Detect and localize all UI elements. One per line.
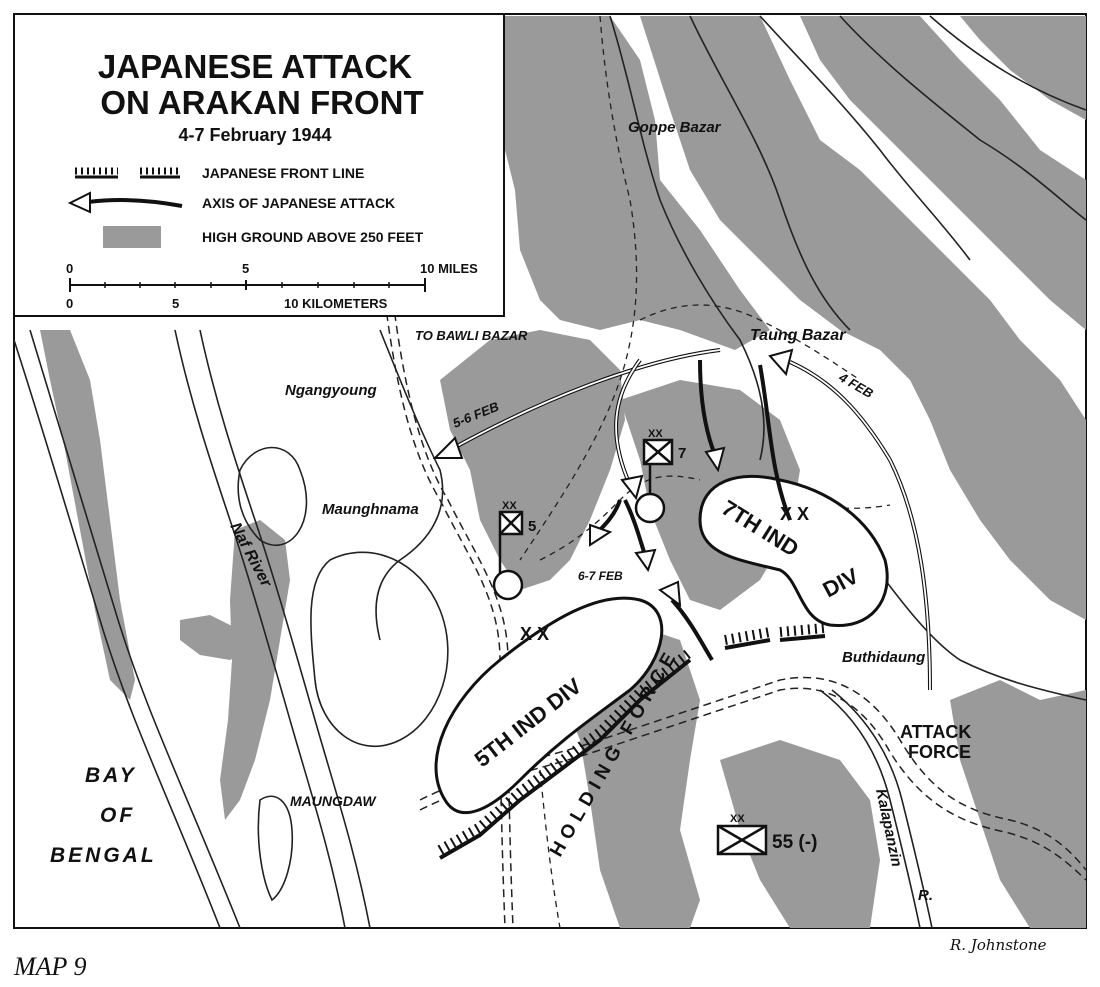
title-dates: 4-7 February 1944 <box>178 125 331 145</box>
taung-bazar-label: Taung Bazar <box>750 327 846 344</box>
ngangyoung-label: Ngangyoung <box>285 382 377 399</box>
attack-arrows <box>432 348 932 691</box>
scale-km-0: 0 <box>66 296 73 311</box>
rivers <box>375 15 1087 929</box>
attack-force-line1: ATTACK <box>900 722 971 742</box>
high-ground-legend-label: HIGH GROUND ABOVE 250 FEET <box>202 229 424 245</box>
maungdaw-label: MAUNGDAW <box>290 793 377 809</box>
credit-label: R. Johnstone <box>949 936 1047 954</box>
boundary-marker-7: X X <box>780 504 809 524</box>
seventh-div-area <box>698 474 889 628</box>
title-line-2: ON ARAKAN FRONT <box>100 84 423 121</box>
hq-5-number: 5 <box>528 518 536 535</box>
high-ground-swatch <box>103 226 161 248</box>
division-areas <box>434 474 889 815</box>
boundary-marker-5: X X <box>520 624 549 644</box>
japanese-front-line <box>437 623 826 860</box>
map-number-label: MAP 9 <box>13 952 86 981</box>
hq-7-echelon: XX <box>648 428 663 440</box>
front-line-legend-label: JAPANESE FRONT LINE <box>202 165 364 181</box>
goppe-bazar-label: Goppe Bazar <box>628 119 722 136</box>
kalapanzin-r-label: R. <box>918 887 933 904</box>
jap-55-number: 55 (-) <box>772 832 817 853</box>
hq-7-symbol <box>634 438 674 524</box>
attack-force-line2: FORCE <box>908 742 971 762</box>
scale-km-10: 10 KILOMETERS <box>284 296 388 311</box>
jap-55-echelon: XX <box>730 813 745 825</box>
to-bawli-bazar-label: TO BAWLI BAZAR <box>415 328 528 343</box>
hq-5-symbol <box>492 510 524 601</box>
coastline <box>13 329 449 929</box>
scale-bar <box>69 278 426 292</box>
scale-miles-5: 5 <box>242 261 249 276</box>
attack-axis-swatch <box>67 191 183 214</box>
legend-box <box>13 13 505 317</box>
hq-5-echelon: XX <box>502 500 517 512</box>
bay-label-1: BAY <box>85 764 137 787</box>
scale-miles-10: 10 MILES <box>420 261 478 276</box>
buthidaung-label: Buthidaung <box>842 649 925 666</box>
hq-7-number: 7 <box>678 445 686 462</box>
front-line-swatch <box>75 167 180 179</box>
bay-label-3: BENGAL <box>50 844 157 867</box>
scale-miles-0: 0 <box>66 261 73 276</box>
date-6-7-feb: 6-7 FEB <box>578 569 623 583</box>
fifth-div-area <box>434 596 664 815</box>
attack-axis-legend-label: AXIS OF JAPANESE ATTACK <box>202 195 395 211</box>
maunghnama-label: Maunghnama <box>322 501 419 518</box>
scale-km-5: 5 <box>172 296 179 311</box>
title-line-1: JAPANESE ATTACK <box>98 48 412 85</box>
bay-label-2: OF <box>100 804 135 827</box>
jap-55-symbol <box>716 824 768 856</box>
